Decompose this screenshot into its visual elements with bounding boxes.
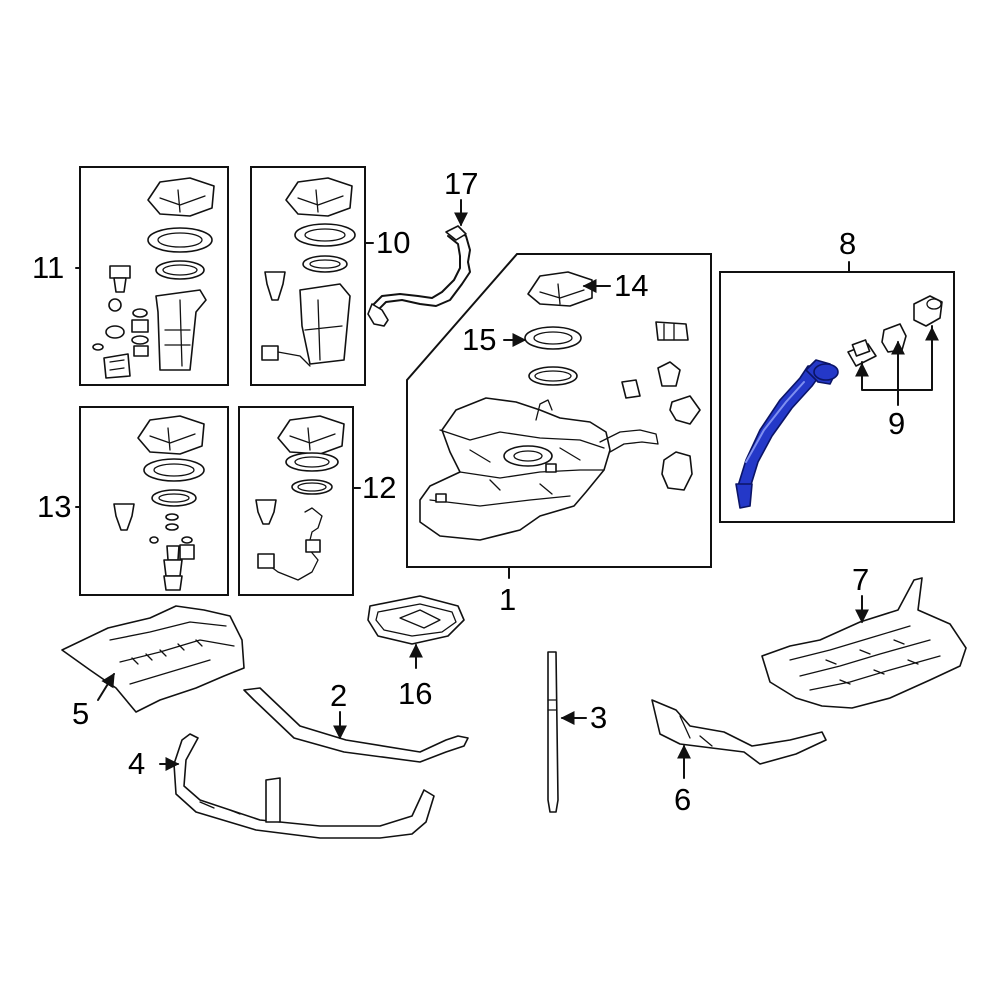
callout-14: 14 <box>614 268 648 303</box>
callout-11: 11 <box>32 250 64 285</box>
callout-6: 6 <box>674 782 691 817</box>
breather-hose-17[interactable] <box>367 225 471 327</box>
tank-strap-2[interactable] <box>243 687 469 763</box>
under-cover-7[interactable] <box>761 577 967 709</box>
filler-pipe-highlighted[interactable] <box>735 359 839 509</box>
pump-kit-13[interactable] <box>79 406 229 596</box>
callout-13: 13 <box>37 489 71 524</box>
callout-5: 5 <box>72 696 89 731</box>
tank-strap-4[interactable] <box>173 733 435 839</box>
callout-3: 3 <box>590 700 607 735</box>
callout-15: 15 <box>462 322 496 357</box>
bracket-6[interactable] <box>651 699 827 765</box>
callout-17: 17 <box>444 166 478 201</box>
insulator-pad-16[interactable] <box>367 595 465 645</box>
callout-8: 8 <box>839 226 856 261</box>
callout-12: 12 <box>362 470 396 505</box>
heat-shield-5[interactable] <box>61 605 245 713</box>
fuel-tank-assembly-1[interactable] <box>406 253 712 568</box>
callout-2: 2 <box>330 678 347 713</box>
callout-7: 7 <box>852 562 869 597</box>
filler-pipe-box-8[interactable] <box>719 271 955 523</box>
pump-kit-11[interactable] <box>79 166 229 386</box>
callout-16: 16 <box>398 676 432 711</box>
pump-kit-12[interactable] <box>238 406 354 596</box>
callout-5-leader <box>97 672 115 701</box>
callout-4: 4 <box>128 746 145 781</box>
callout-10: 10 <box>376 225 410 260</box>
callout-1: 1 <box>499 582 516 617</box>
support-rod-3[interactable] <box>547 651 559 813</box>
pump-kit-10[interactable] <box>250 166 366 386</box>
callout-9: 9 <box>888 406 905 441</box>
